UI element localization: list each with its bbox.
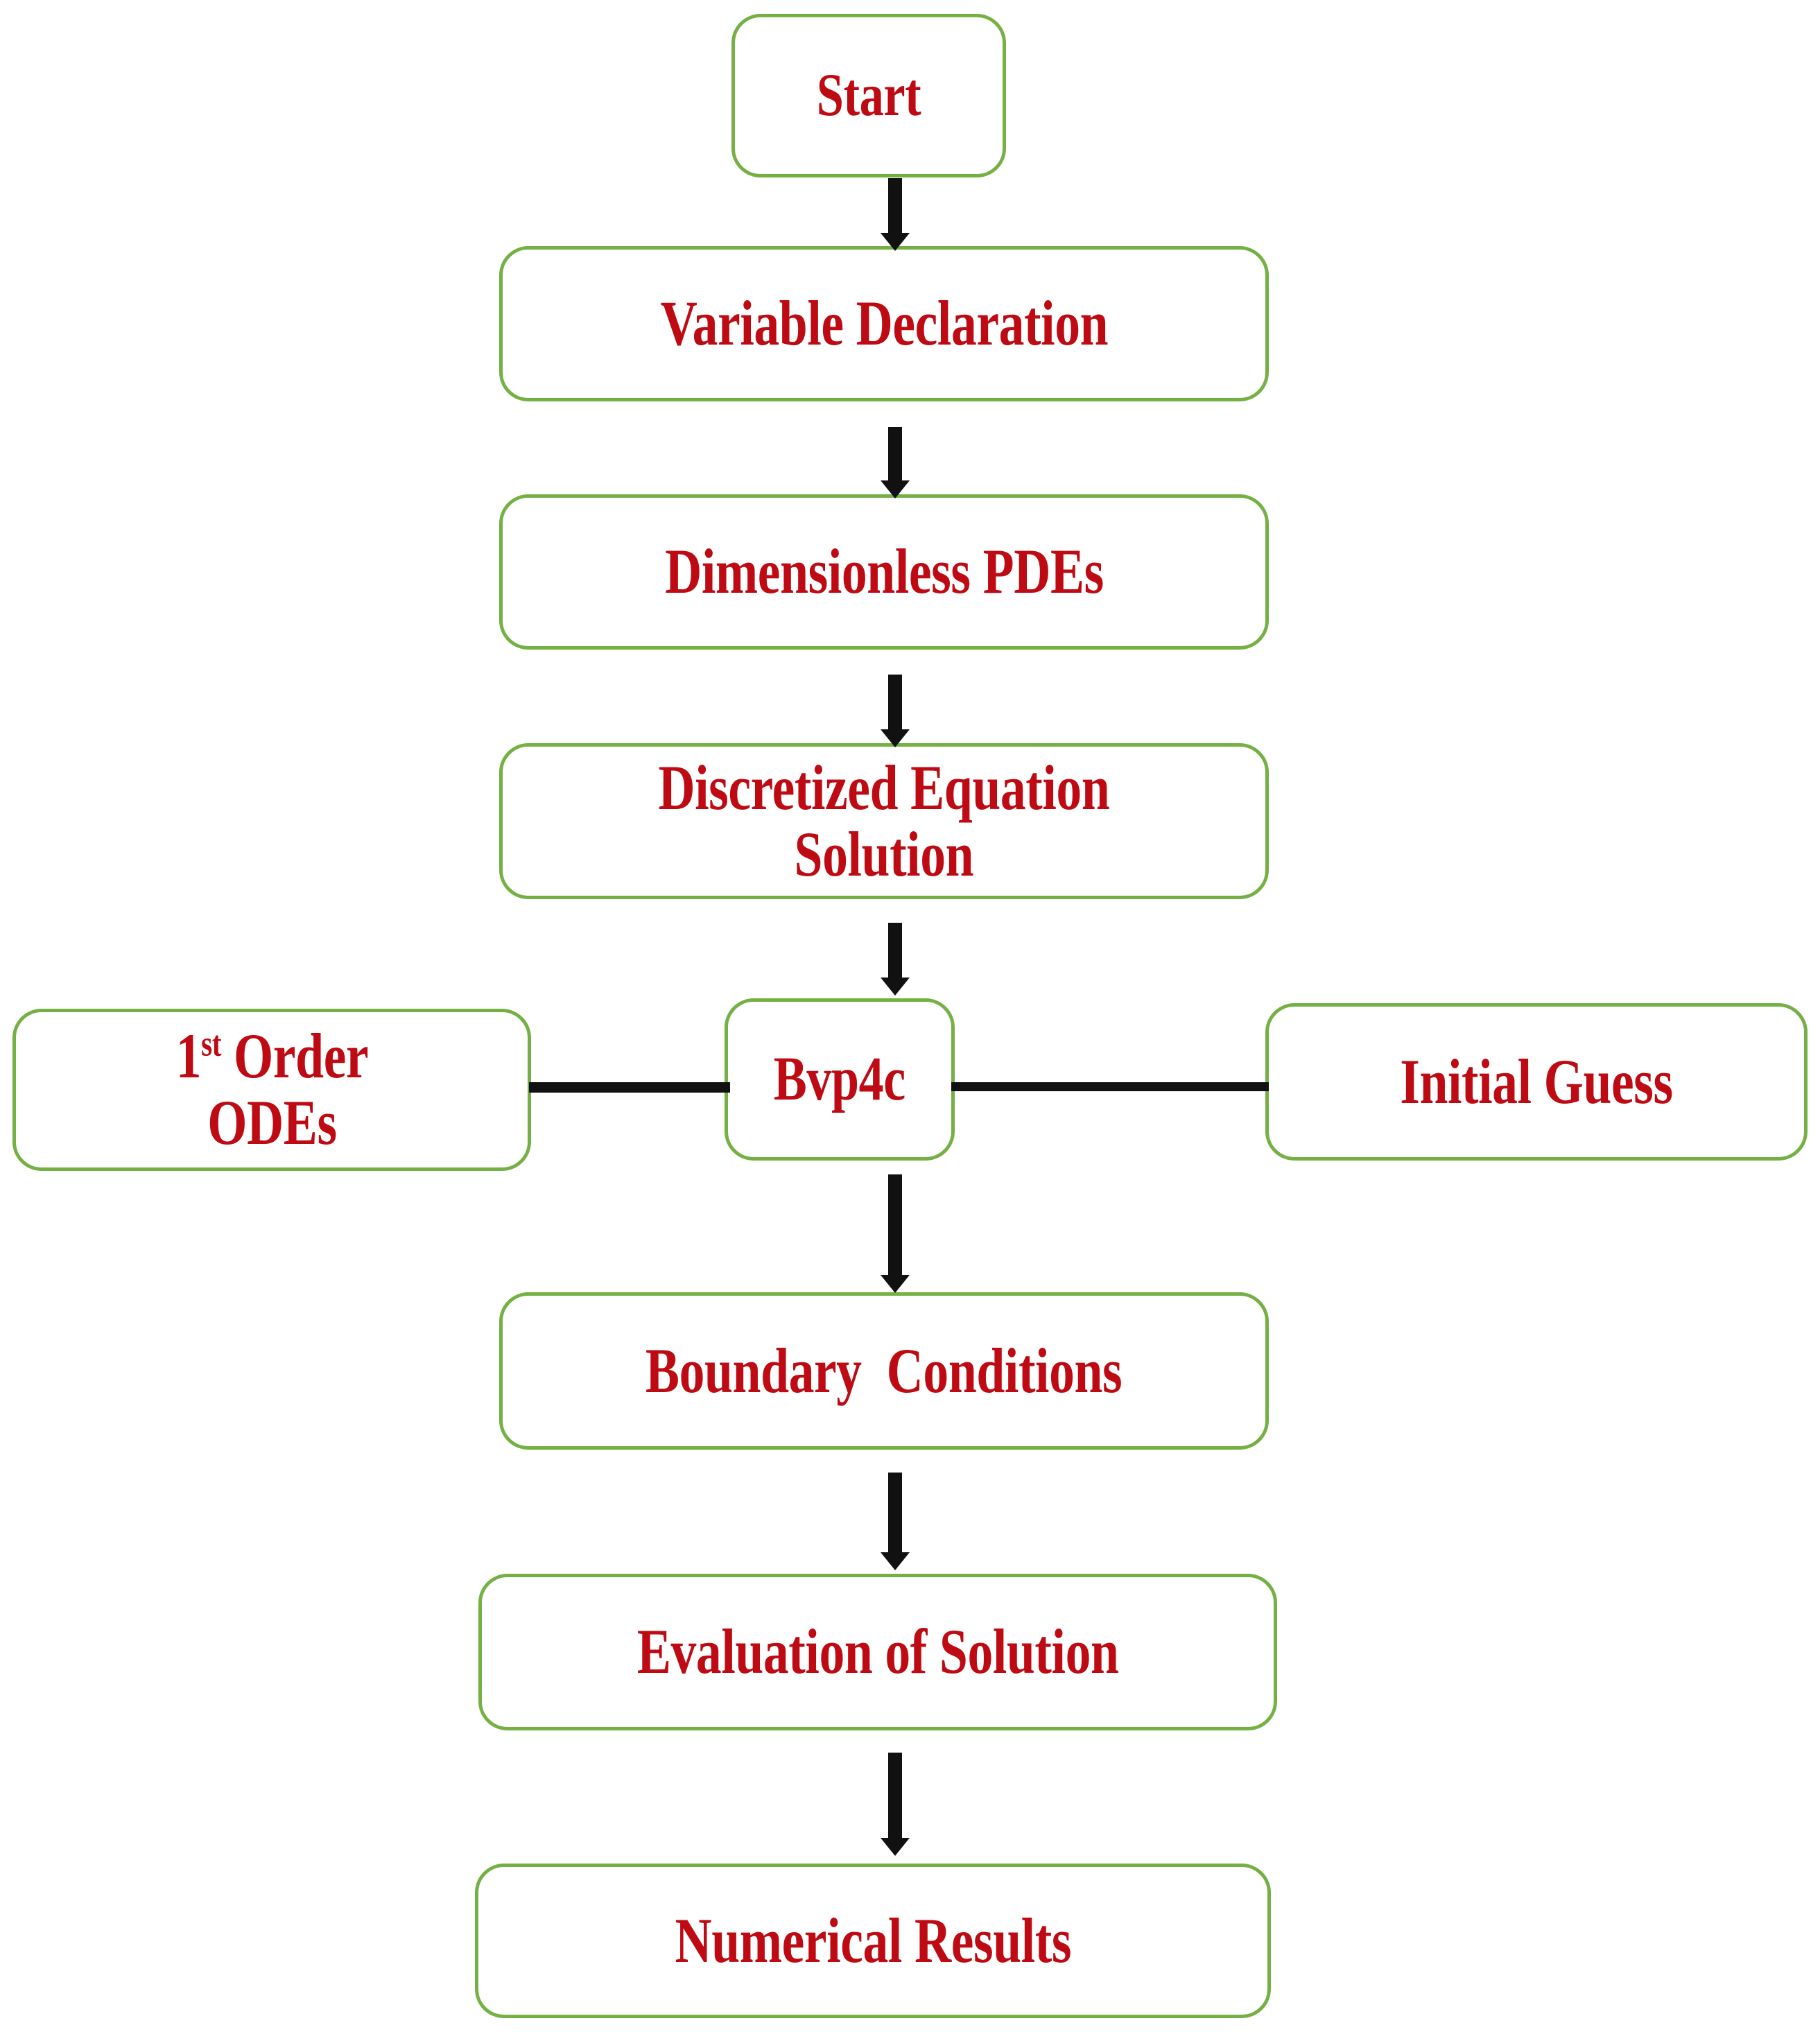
flowchart-node-first-order-odes: 1st Order ODEs: [12, 1009, 531, 1171]
arrow-head-icon: [881, 1552, 910, 1570]
arrow-shaft-icon: [888, 1753, 902, 1841]
node-label-odes-rest: Order ODEs: [207, 1021, 368, 1158]
node-label-initial-guess: Initial Guess: [1400, 1045, 1673, 1117]
node-label-variable-declaration: Variable Declaration: [660, 288, 1108, 359]
arrow-head-icon: [881, 729, 910, 747]
arrow-head-icon: [881, 480, 910, 498]
node-label-bvp4c: Bvp4c: [773, 1045, 906, 1114]
arrow-head-icon: [881, 978, 910, 996]
arrow-shaft-icon: [888, 1174, 902, 1278]
node-label-start: Start: [816, 62, 921, 130]
flowchart-node-discretized-equation-solution: Discretized Equation Solution: [499, 743, 1269, 899]
connector-bvp4c-to-initial-guess: [951, 1082, 1269, 1091]
node-label-numerical-results: Numerical Results: [675, 1904, 1071, 1976]
node-label-odes-superscript: st: [200, 1024, 221, 1064]
node-label-dimensionless-pdes: Dimensionless PDEs: [664, 536, 1104, 607]
flowchart-node-start: Start: [731, 14, 1006, 177]
node-label-boundary-conditions: Boundary Conditions: [645, 1335, 1123, 1406]
flowchart-node-numerical-results: Numerical Results: [475, 1864, 1271, 2018]
arrow-shaft-icon: [888, 923, 902, 981]
flowchart-node-variable-declaration: Variable Declaration: [499, 246, 1269, 401]
flowchart-node-dimensionless-pdes: Dimensionless PDEs: [499, 494, 1269, 650]
arrow-shaft-icon: [888, 427, 902, 484]
node-label-evaluation-of-solution: Evaluation of Solution: [636, 1616, 1119, 1687]
arrow-head-icon: [881, 1275, 910, 1293]
arrow-head-icon: [881, 233, 910, 251]
arrow-shaft-icon: [888, 1473, 902, 1556]
flowchart-node-bvp4c: Bvp4c: [725, 998, 955, 1161]
node-label-odes-prefix: 1: [175, 1021, 201, 1092]
flowchart-node-evaluation-of-solution: Evaluation of Solution: [478, 1574, 1277, 1730]
node-label-first-order-odes: 1st Order ODEs: [175, 1023, 368, 1156]
connector-first-order-odes-to-bvp4c: [529, 1082, 730, 1093]
arrow-head-icon: [881, 1838, 910, 1856]
flowchart-node-boundary-conditions: Boundary Conditions: [499, 1292, 1269, 1450]
arrow-shaft-icon: [888, 675, 902, 733]
arrow-shaft-icon: [888, 178, 902, 236]
flowchart-node-initial-guess: Initial Guess: [1265, 1003, 1808, 1161]
node-label-discretized-equation-solution: Discretized Equation Solution: [658, 752, 1110, 889]
